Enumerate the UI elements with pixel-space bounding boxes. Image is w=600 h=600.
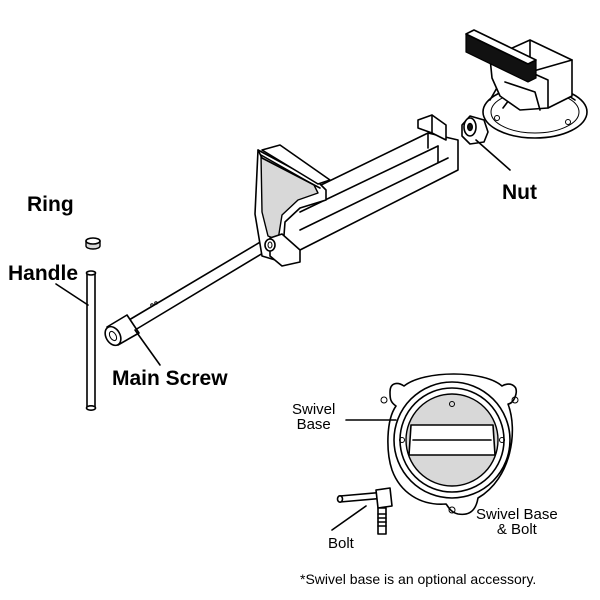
label-swivel-base: Swivel Base [292,401,336,433]
ring-part [85,237,101,250]
vise-slide-body [254,114,459,267]
label-nut: Nut [502,181,537,204]
label-bolt: Bolt [328,535,354,552]
bolt-part [336,487,393,535]
swivel-base-part [380,373,519,516]
handle-part [85,270,97,411]
label-main-screw: Main Screw [112,367,228,390]
leader-lines [55,139,511,531]
fixed-jaw-assembly [465,29,588,139]
label-swivel-base-bolt: Swivel Base & Bolt [476,506,558,538]
nut-part [461,115,489,145]
footnote: *Swivel base is an optional accessory. [300,571,537,587]
main-screw-part [104,240,269,347]
label-ring: Ring [27,193,74,216]
label-handle: Handle [8,262,79,285]
